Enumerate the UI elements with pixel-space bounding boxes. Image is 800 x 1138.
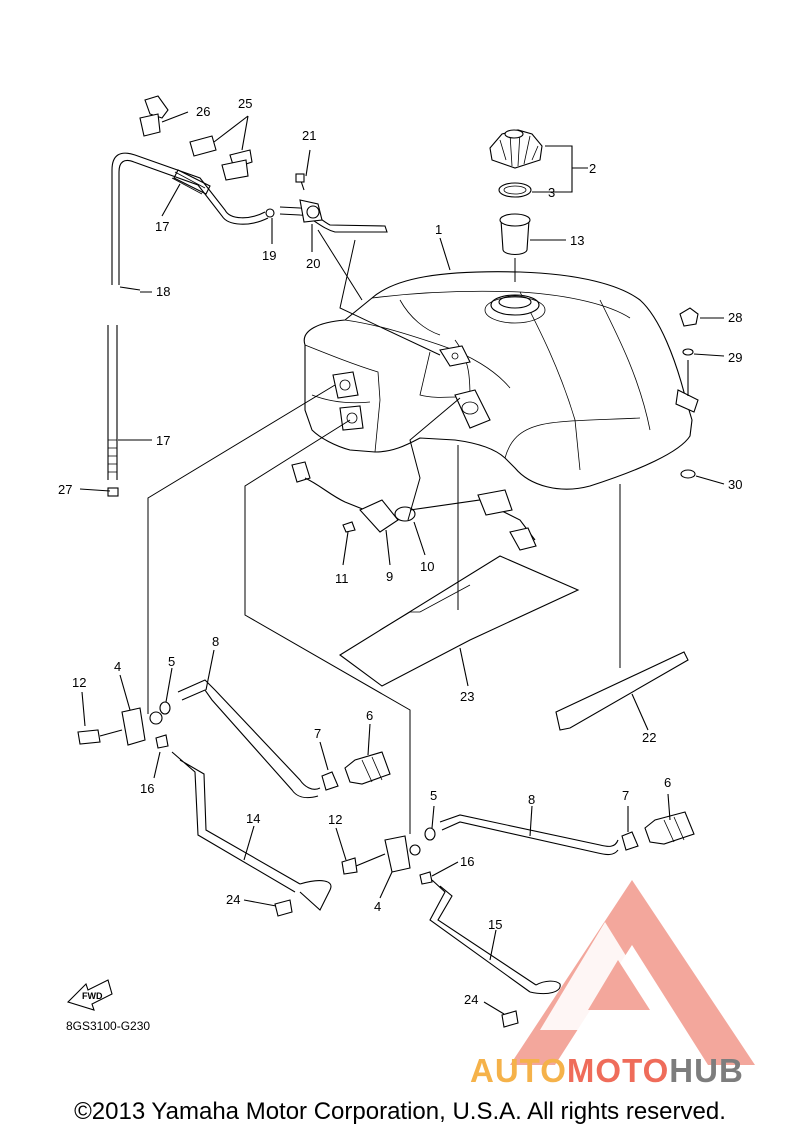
callout-8-right: 8 [528,792,535,807]
callout-20: 20 [306,256,320,271]
callout-16-right: 16 [460,854,474,869]
callout-7-left: 7 [314,726,321,741]
callout-23: 23 [460,689,474,704]
fuel-cap [489,129,543,169]
callout-1: 1 [435,222,442,237]
heat-protector [339,555,580,687]
callout-18: 18 [156,284,170,299]
callout-15: 15 [488,917,502,932]
callout-25: 25 [238,96,252,111]
callout-5-left: 5 [168,654,175,669]
side-plate [555,651,689,731]
callout-4-left: 4 [114,659,121,674]
fwd-arrow-icon: FWD [66,979,113,1011]
callout-6-right: 6 [664,775,671,790]
callout-26: 26 [196,104,210,119]
callout-13: 13 [570,233,584,248]
mount-hardware [679,307,699,479]
callout-17-lower: 17 [156,433,170,448]
callout-7-right: 7 [622,788,629,803]
callout-labels: 1 2 3 4 4 5 5 6 6 7 7 8 8 9 10 11 12 12 … [58,96,742,1007]
callout-4-right: 4 [374,899,381,914]
callout-6-left: 6 [366,708,373,723]
callout-11: 11 [335,571,349,586]
callout-5-right: 5 [430,788,437,803]
watermark-auto: AUTO [470,1052,567,1089]
callout-12-right: 12 [328,812,342,827]
callout-30: 30 [728,477,742,492]
fuel-tank [303,271,699,490]
drain-hose [107,325,119,497]
callout-17-upper: 17 [155,219,169,234]
callout-19: 19 [262,248,276,263]
callout-22: 22 [642,730,656,745]
callout-2: 2 [589,161,596,176]
right-fuel-line-group [341,811,695,1028]
callout-16-left: 16 [140,781,154,796]
callout-14: 14 [246,811,260,826]
fuel-pump-assembly [291,461,537,551]
left-fuel-line-group [77,679,391,917]
watermark-logo [510,880,755,1065]
callout-9: 9 [386,569,393,584]
callout-27: 27 [58,482,72,497]
callout-24-left: 24 [226,892,240,907]
breather-hose-assembly [111,95,388,285]
leader-lines [79,111,725,1015]
watermark-moto: MOTO [566,1052,670,1089]
callout-8-left: 8 [212,634,219,649]
callout-29: 29 [728,350,742,365]
callout-3: 3 [548,185,555,200]
callout-21: 21 [302,128,316,143]
copyright-notice: ©2013 Yamaha Motor Corporation, U.S.A. A… [74,1098,726,1125]
assembly-guides [147,229,621,834]
watermark-hub: HUB [669,1052,744,1089]
fwd-label: FWD [82,991,103,1001]
watermark-text: AUTOMOTOHUB [470,1052,744,1090]
callout-12-left: 12 [72,675,86,690]
cap-gasket [498,182,532,198]
filler-strainer [499,213,531,256]
callout-10: 10 [420,559,434,574]
callout-28: 28 [728,310,742,325]
callout-24-right: 24 [464,992,478,1007]
diagram-code: 8GS3100-G230 [66,1019,150,1033]
